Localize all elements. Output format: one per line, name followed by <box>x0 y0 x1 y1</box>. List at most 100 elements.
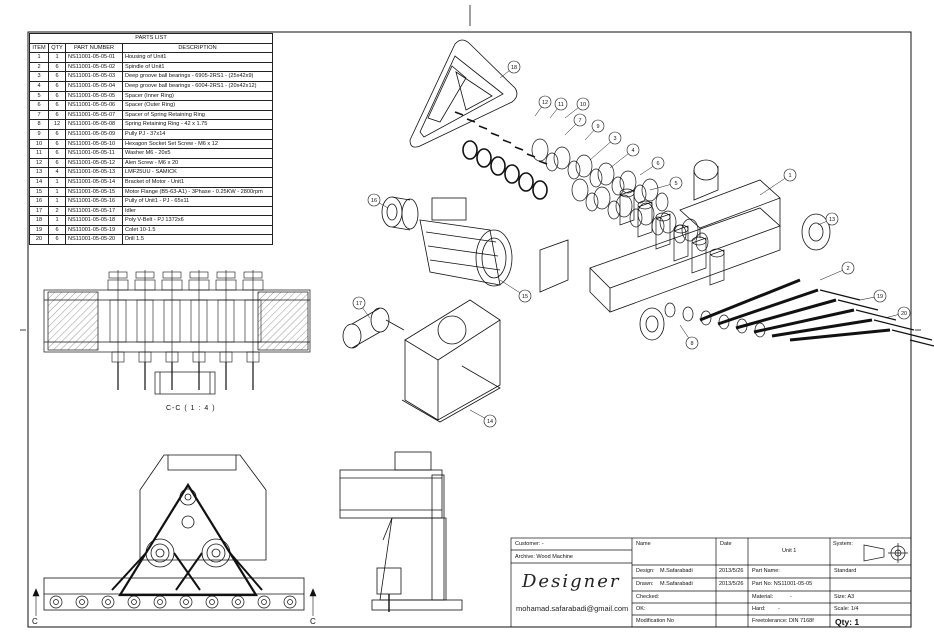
front-hole <box>75 595 89 609</box>
part-number-cell: NS11001-05-05-09 <box>65 128 123 140</box>
qty-cell: 1 <box>48 52 66 63</box>
bearing <box>695 232 709 252</box>
front-hole-inner <box>261 599 267 605</box>
description-cell: Spring Retaining Ring - 42 x 1.75 <box>122 119 273 130</box>
description-cell: Pully PJ - 37x14 <box>122 128 273 140</box>
section-view-cc <box>43 289 311 353</box>
front-hole-inner <box>157 599 163 605</box>
description-cell: Washer M6 - 20x5 <box>122 148 273 159</box>
balloon-number: 16 <box>371 198 377 204</box>
ok-label: OK: <box>636 606 646 612</box>
spindle-2 <box>735 298 837 330</box>
part-number-cell: NS11001-05-05-16 <box>65 196 123 207</box>
screw-12 <box>490 132 500 137</box>
pulley-9 <box>476 148 492 168</box>
balloon-number: 5 <box>674 181 677 187</box>
spacer-sleeve <box>637 201 653 238</box>
screw-12 <box>538 160 548 165</box>
balloon-16: 16 <box>367 193 381 207</box>
item-cell: 1 <box>29 52 49 63</box>
idler-17 <box>342 307 405 349</box>
item-cell: 4 <box>29 80 49 92</box>
qty-cell: 6 <box>48 234 66 246</box>
spindle-2 <box>699 278 801 322</box>
ring <box>619 170 637 194</box>
item-cell: 17 <box>29 205 49 217</box>
retaining-ring <box>682 306 694 322</box>
balloon-8: 8 <box>685 336 699 350</box>
spacer-sleeve <box>655 213 671 250</box>
front-view <box>43 454 305 611</box>
bearing <box>545 152 559 172</box>
section-spindle <box>215 270 237 390</box>
customer-field: Customer: - <box>515 541 544 547</box>
parts-list-title: PARTS LIST <box>29 33 273 44</box>
front-hole-inner <box>287 599 293 605</box>
scale-field: Scale: 1/4 <box>834 606 859 612</box>
item-cell: 20 <box>29 234 49 246</box>
section-spindle <box>242 270 264 390</box>
balloon-number: 11 <box>558 102 564 108</box>
front-hole <box>205 595 219 609</box>
balloon-number: 19 <box>877 294 883 300</box>
qty-cell: 6 <box>48 109 66 121</box>
front-hole <box>257 595 271 609</box>
part-number-cell: NS11001-05-05-06 <box>65 100 123 111</box>
retaining-ring <box>736 318 748 334</box>
screw-12 <box>466 118 476 123</box>
modification-label: Modification No <box>636 618 674 624</box>
part-number-cell: NS11001-05-05-03 <box>65 71 123 82</box>
balloon-number: 8 <box>690 341 693 347</box>
front-hole-inner <box>183 599 189 605</box>
part-number-cell: NS11001-05-05-14 <box>65 176 123 188</box>
part-number-cell: NS11001-05-05-10 <box>65 138 123 150</box>
description-cell: Bracket of Motor - Unit1 <box>122 176 273 188</box>
part-number-cell: NS11001-05-05-15 <box>65 186 123 198</box>
bearing <box>607 200 621 220</box>
item-cell: 7 <box>29 109 49 121</box>
balloon-3: 3 <box>608 131 622 145</box>
ring <box>659 210 677 234</box>
spindle-2 <box>789 328 891 342</box>
retaining-ring <box>664 302 676 318</box>
part-number-cell: NS11001-05-05-07 <box>65 109 123 121</box>
item-cell: 3 <box>29 71 49 82</box>
spacer-sleeve <box>619 189 635 226</box>
bearing <box>589 168 603 188</box>
size-field: Size: A3 <box>834 594 855 600</box>
balloon-11: 11 <box>554 97 568 111</box>
design-name: M.Safarabadi <box>660 568 693 574</box>
bearing <box>655 192 669 212</box>
item-cell: 5 <box>29 90 49 102</box>
section-spindle <box>161 270 183 390</box>
description-cell: Housing of Unit1 <box>122 52 273 63</box>
side-view <box>339 451 463 612</box>
part-number-cell: NS11001-05-05-11 <box>65 148 123 159</box>
checked-label: Checked: <box>636 594 660 600</box>
drawn-name: M.Safarabadi <box>660 581 693 587</box>
housing-1 <box>589 179 781 313</box>
description-cell: Motor Flange (B5-63-A1) - 3Phase - 0.25K… <box>122 186 273 198</box>
front-hole <box>101 595 115 609</box>
design-label: Design: <box>636 568 655 574</box>
item-cell: 8 <box>29 119 49 130</box>
bearing <box>567 160 581 180</box>
screw-12 <box>502 139 512 144</box>
item-cell: 11 <box>29 148 49 159</box>
qty-cell: 6 <box>48 224 66 236</box>
part-number-cell: NS11001-05-05-18 <box>65 215 123 226</box>
qty-cell: 1 <box>48 196 66 207</box>
qty-cell: 6 <box>48 71 66 82</box>
spindle-2 <box>753 308 855 334</box>
part-number-cell: NS11001-05-05-04 <box>65 80 123 92</box>
item-cell: 9 <box>29 128 49 140</box>
front-hole-inner <box>131 599 137 605</box>
pulley-9 <box>504 164 520 184</box>
